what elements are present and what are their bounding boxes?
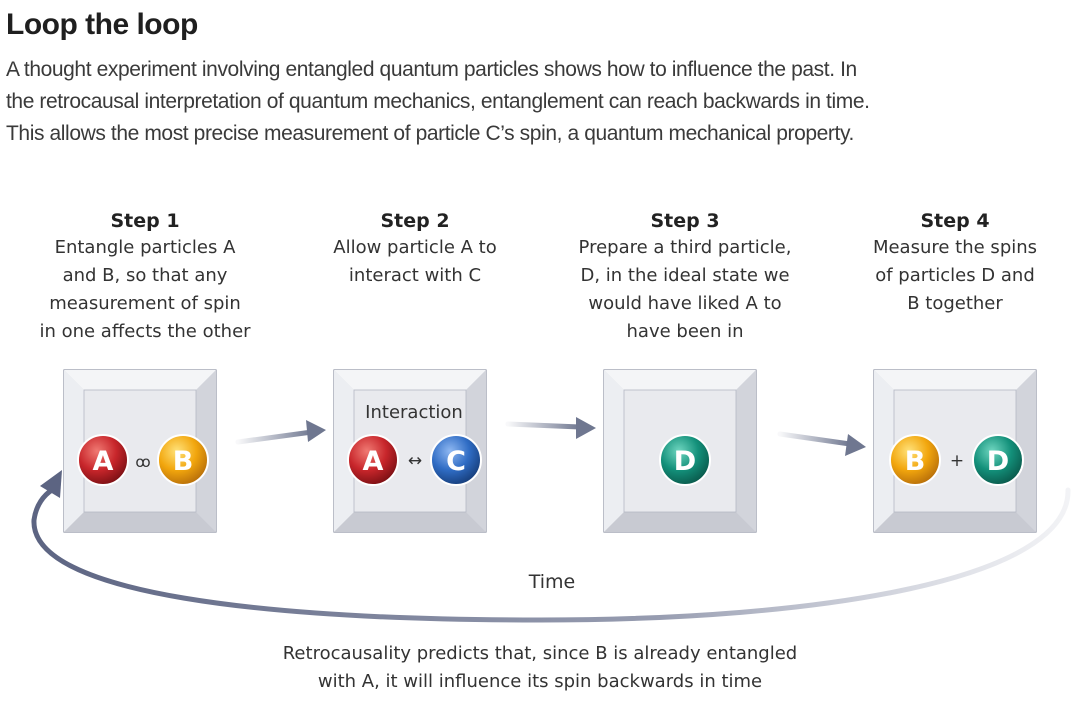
arrow-step-2-to-3 <box>505 417 596 439</box>
step-text-line: in one affects the other <box>39 321 251 342</box>
step-1-caption: Step 1 Entangle particles A and B, so th… <box>20 208 270 346</box>
entanglement-symbol-icon: ꝏ <box>135 453 150 471</box>
step-title: Step 2 <box>380 210 450 232</box>
particle-a-label: A <box>93 446 114 477</box>
particle-b-label: B <box>173 446 194 477</box>
step-text-line: interact with C <box>348 265 482 286</box>
particle-b-icon: B <box>157 434 209 486</box>
particle-a-label: A <box>363 446 384 477</box>
time-loop-arrow <box>31 470 1071 623</box>
step-text-line: D, in the ideal state we <box>580 265 790 286</box>
step-title: Step 4 <box>920 210 990 232</box>
intro-line: A thought experiment involving entangled… <box>6 58 857 81</box>
step-text-line: of particles D and <box>875 265 1035 286</box>
step-text-line: have been in <box>626 321 744 342</box>
page-title: Loop the loop <box>6 8 198 41</box>
step-text-line: Allow particle A to <box>333 237 497 258</box>
footer-line: Retrocausality predicts that, since B is… <box>282 643 798 664</box>
particle-a-icon: A <box>77 434 129 486</box>
step-text-line: Prepare a third particle, <box>578 237 792 258</box>
interaction-arrow-icon: ↔ <box>408 451 422 471</box>
particle-b-icon: B <box>889 434 941 486</box>
step-text-line: would have liked A to <box>588 293 782 314</box>
step-2-caption: Step 2 Allow particle A to interact with… <box>290 208 540 290</box>
step-text-line: Measure the spins <box>872 237 1038 258</box>
step-text-line: and B, so that any <box>62 265 228 286</box>
step-title: Step 1 <box>110 210 180 232</box>
step-title: Step 3 <box>650 210 720 232</box>
particle-d-icon: D <box>972 434 1024 486</box>
interaction-label: Interaction <box>365 402 463 423</box>
particle-b-label: B <box>905 446 926 477</box>
arrow-step-1-to-2 <box>235 420 326 445</box>
step-text-line: Entangle particles A <box>54 237 236 258</box>
particle-d-icon: D <box>659 434 711 486</box>
footer-line: with A, it will influence its spin backw… <box>317 671 763 692</box>
intro-text: A thought experiment involving entangled… <box>6 54 1066 150</box>
plus-symbol-icon: + <box>950 451 964 471</box>
intro-line: the retrocausal interpretation of quantu… <box>6 90 870 113</box>
particle-c-icon: C <box>430 434 482 486</box>
time-label: Time <box>528 571 576 593</box>
intro-line: This allows the most precise measurement… <box>6 122 854 145</box>
step-3-caption: Step 3 Prepare a third particle, D, in t… <box>560 208 810 346</box>
step-4-caption: Step 4 Measure the spins of particles D … <box>830 208 1080 318</box>
particle-c-label: C <box>446 446 466 477</box>
step-text-line: measurement of spin <box>49 293 241 314</box>
arrow-step-3-to-4 <box>777 431 866 456</box>
footer-note: Retrocausality predicts that, since B is… <box>200 640 880 696</box>
step-text-line: B together <box>907 293 1003 314</box>
particle-a-icon: A <box>347 434 399 486</box>
particle-d-label: D <box>674 446 696 477</box>
particle-d-label: D <box>987 446 1009 477</box>
